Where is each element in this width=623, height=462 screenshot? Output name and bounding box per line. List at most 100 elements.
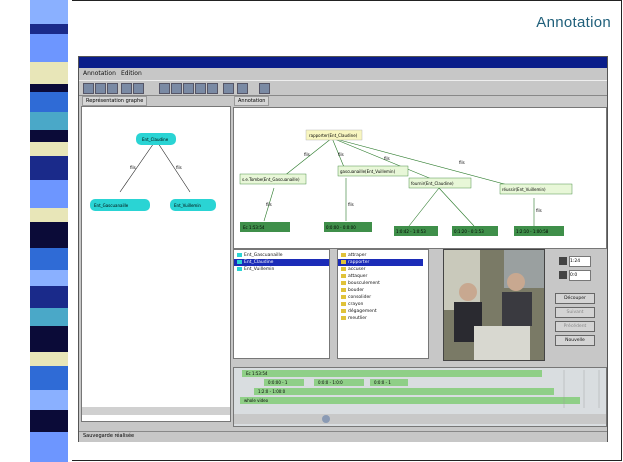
- timeline-bar-label: 0:0:0 - 1: [374, 380, 391, 385]
- left-graph: fils fils Ent_Claudine Ent_Gascuanaille …: [82, 133, 230, 415]
- timeline-bar[interactable]: [254, 388, 554, 395]
- graph-edge: [438, 187, 475, 227]
- graph-edge: [119, 139, 157, 193]
- video-button[interactable]: Suivant: [555, 307, 595, 318]
- annotation-graph-pane[interactable]: fils fils fils fils fils fils fils rappo…: [233, 107, 607, 249]
- graph-leaf-label: 1:0:42 - 1:0:53: [396, 229, 426, 234]
- graph-leaf[interactable]: [514, 226, 564, 236]
- toolbar-button-9[interactable]: [195, 83, 206, 94]
- graph-leaf-label: 0:1:20 - 0:1:53: [454, 229, 484, 234]
- list-item[interactable]: attaquer: [341, 273, 367, 280]
- speaker-icon[interactable]: [559, 257, 567, 265]
- graph-node-label: s.e.Tombe(Ent_Gascuanaille): [242, 177, 300, 182]
- video-button[interactable]: Découper: [555, 293, 595, 304]
- graph-node[interactable]: [408, 177, 472, 189]
- graph-node[interactable]: [499, 183, 573, 195]
- graph-leaf[interactable]: [240, 222, 290, 232]
- timeline-bar-label: whole video: [244, 398, 269, 403]
- graph-leaf[interactable]: [394, 226, 438, 236]
- edge-label: fils: [536, 208, 542, 213]
- timeline-bar[interactable]: [240, 397, 580, 404]
- toolbar-button-8[interactable]: [183, 83, 194, 94]
- toolbar-button-13[interactable]: [259, 83, 270, 94]
- graph-leaf-label: Ec 1:53:54: [243, 225, 265, 230]
- graph-leaf[interactable]: [452, 226, 498, 236]
- graph-node-child[interactable]: [170, 199, 216, 211]
- timeline-bars: Ec 1:53:54 0:0:00 - 1 0:0:0 - 1:0:0 0:0:…: [234, 370, 606, 424]
- toolbar-button-11[interactable]: [223, 83, 234, 94]
- status-bar: Sauvegarde réalisée: [79, 431, 607, 442]
- list-item[interactable]: Ent_Vuillemin: [237, 266, 274, 273]
- timeline-bar-label: 0:0:0 - 1:0:0: [318, 380, 343, 385]
- timeline-bar-label: Ec 1:53:54: [246, 371, 268, 376]
- toolbar-button-5[interactable]: [133, 83, 144, 94]
- graph-node-top[interactable]: [305, 129, 363, 141]
- graph-edge: [331, 137, 535, 193]
- list-item[interactable]: Ent_Gascuanaille: [237, 252, 283, 259]
- list-item-selected[interactable]: Ent_Claudine: [234, 259, 329, 266]
- graph-leaf[interactable]: [324, 222, 372, 232]
- timeline-bar[interactable]: [242, 370, 542, 377]
- graph-node-label: fournir(Ent_Claudine): [411, 181, 454, 186]
- timeline-bar[interactable]: [264, 379, 304, 386]
- menu-edition[interactable]: Edition: [121, 70, 142, 77]
- graph-node-child-label: Ent_Gascuanaille: [94, 203, 129, 208]
- graph-node[interactable]: [239, 173, 307, 185]
- entity-list[interactable]: Ent_Gascuanaille Ent_Claudine Ent_Vuille…: [233, 249, 330, 359]
- left-graph-pane[interactable]: fils fils Ent_Claudine Ent_Gascuanaille …: [81, 106, 231, 422]
- toolbar-button-6[interactable]: [159, 83, 170, 94]
- menu-bar: Annotation Edition: [79, 69, 607, 79]
- list-item[interactable]: crayon: [341, 301, 363, 308]
- speaker-icon[interactable]: [559, 271, 567, 279]
- graph-node-root-label: Ent_Claudine: [142, 137, 169, 142]
- video-frame[interactable]: [443, 249, 545, 361]
- toolbar-button-3[interactable]: [107, 83, 118, 94]
- toolbar-button-4[interactable]: [121, 83, 132, 94]
- list-item[interactable]: dégagement: [341, 308, 377, 315]
- timeline-bar-label: 0:0:00 - 1: [268, 380, 288, 385]
- toolbar-button-2[interactable]: [95, 83, 106, 94]
- toolbar-button-7[interactable]: [171, 83, 182, 94]
- list-item[interactable]: bouder: [341, 287, 364, 294]
- timeline-bar-label: 1:2:0 - 1:00:0: [258, 389, 286, 394]
- edge-label: fils: [176, 165, 182, 170]
- list-item-selected[interactable]: rapporter: [338, 259, 423, 266]
- action-list[interactable]: attraper rapporter accuser attaquer bous…: [337, 249, 429, 359]
- horizontal-scrollbar[interactable]: [82, 407, 230, 415]
- video-button[interactable]: Nouvelle: [555, 335, 595, 346]
- graph-edge: [155, 139, 191, 193]
- edge-label: fils: [266, 202, 272, 207]
- time-field[interactable]: 1:24: [569, 256, 591, 267]
- graph-edge: [408, 187, 440, 227]
- list-item[interactable]: consolider: [341, 294, 371, 301]
- timeline-bar[interactable]: [314, 379, 364, 386]
- tab-graph-representation[interactable]: Représentation graphe: [82, 96, 148, 106]
- menu-annotation[interactable]: Annotation: [83, 70, 116, 77]
- list-item[interactable]: meutlier: [341, 315, 367, 322]
- edge-label: fils: [338, 152, 344, 157]
- slide-title: Annotation: [536, 14, 611, 31]
- list-item[interactable]: bousculement: [341, 280, 380, 287]
- edge-label: fils: [459, 160, 465, 165]
- toolbar-button-10[interactable]: [207, 83, 218, 94]
- time-field[interactable]: 0:0: [569, 270, 591, 281]
- toolbar-button-1[interactable]: [83, 83, 94, 94]
- window-titlebar[interactable]: [79, 57, 607, 68]
- graph-node-root[interactable]: [136, 133, 176, 145]
- timeline[interactable]: Ec 1:53:54 0:0:00 - 1 0:0:0 - 1:0:0 0:0:…: [233, 367, 607, 427]
- toolbar-button-12[interactable]: [237, 83, 248, 94]
- graph-node-child[interactable]: [90, 199, 150, 211]
- timeline-scrollbar[interactable]: [234, 414, 606, 424]
- list-item[interactable]: attraper: [341, 252, 366, 259]
- annotation-graph: fils fils fils fils fils fils fils rappo…: [239, 129, 573, 236]
- list-item[interactable]: accuser: [341, 266, 366, 273]
- graph-node-label: gascuanaille(Ent_Vuillemin): [340, 169, 396, 174]
- video-image: [444, 250, 544, 360]
- timeline-slider-thumb[interactable]: [322, 415, 330, 423]
- edge-label: fils: [130, 165, 136, 170]
- edge-label: fils: [348, 202, 354, 207]
- graph-node[interactable]: [337, 165, 409, 177]
- timeline-bar[interactable]: [370, 379, 408, 386]
- video-button[interactable]: Précédent: [555, 321, 595, 332]
- tab-annotation[interactable]: Annotation: [234, 96, 270, 106]
